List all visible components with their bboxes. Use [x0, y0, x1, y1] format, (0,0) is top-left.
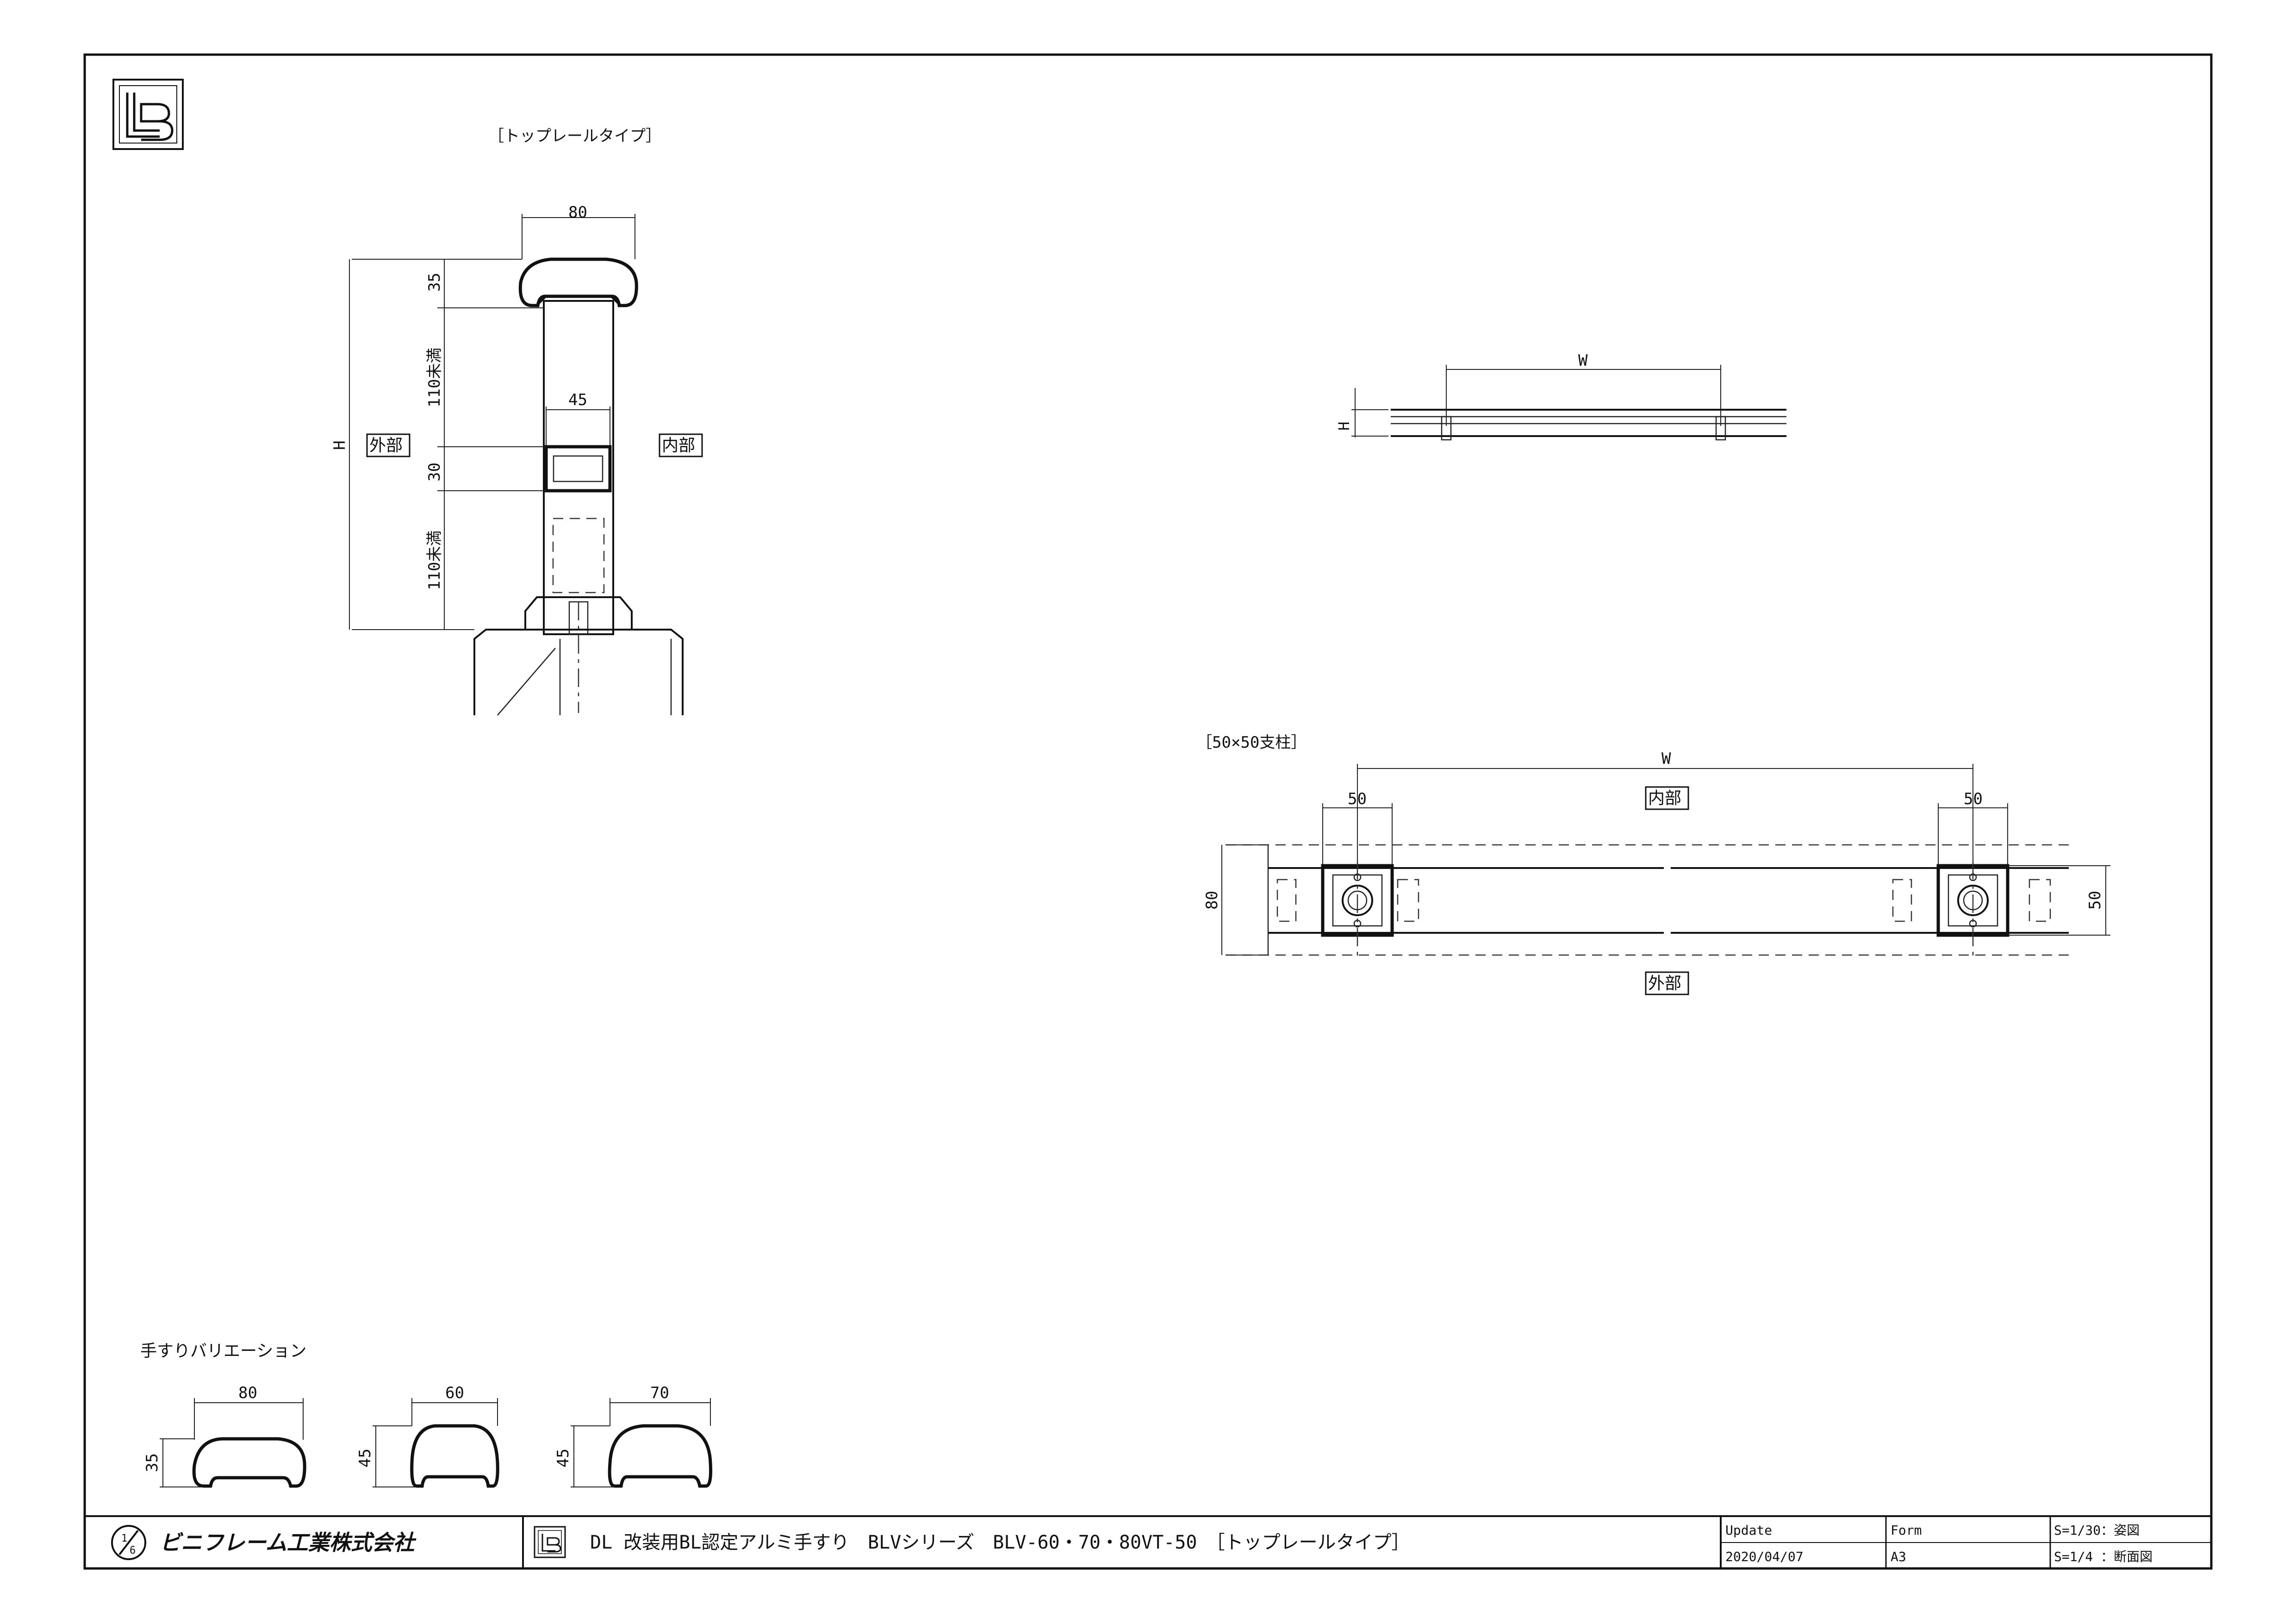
title-block: 1 6 ビニフレーム工業株式会社 DL 改装用BL認定アルミ手すり BLVシリー…: [85, 1515, 2211, 1568]
variations-title: 手すりバリエーション: [140, 1342, 306, 1361]
outside-label: 外部: [369, 436, 403, 455]
var2-width: 60: [445, 1384, 464, 1402]
variation-60x45: 60 45: [356, 1384, 499, 1488]
scale-elevation: S=1/30：姿図: [2054, 1523, 2140, 1538]
company-name: ビニフレーム工業株式会社: [160, 1530, 417, 1555]
plan-view: W 内部 50 50: [1203, 750, 2110, 995]
plan-dim-post-left: 50: [1348, 790, 1367, 808]
plan-dim-post-depth: 50: [2086, 891, 2104, 910]
form-label: Form: [1891, 1523, 1922, 1538]
svg-text:1: 1: [121, 1533, 127, 1544]
plan-inside-label: 内部: [1648, 789, 1681, 808]
var3-height: 45: [554, 1449, 572, 1468]
dim-inner-width: 45: [568, 391, 587, 409]
dim-upper-gap: 110未満: [425, 348, 444, 407]
elev-dim-width: W: [1578, 351, 1588, 370]
dim-mid-height: 30: [425, 462, 444, 481]
plan-outside-label: 外部: [1648, 974, 1681, 993]
elevation-view: W H: [1335, 351, 1786, 441]
section-view: 80 45 35 110未満: [330, 203, 703, 716]
svg-text:6: 6: [130, 1545, 136, 1556]
variation-70x45: 70 45: [554, 1384, 712, 1488]
lb-small-logo-icon: [534, 1526, 566, 1558]
variation-80x35: 80 35: [143, 1384, 306, 1488]
dim-lower-gap: 110未満: [425, 531, 444, 590]
var1-width: 80: [238, 1384, 257, 1402]
scale-section: S=1/4 ：断面図: [2054, 1549, 2153, 1564]
plan-dim-width: W: [1661, 750, 1671, 768]
update-label: Update: [1725, 1523, 1772, 1538]
mid-rail: [544, 445, 612, 493]
form-value: A3: [1891, 1549, 1906, 1564]
lb-logo-icon: [112, 79, 184, 150]
var1-height: 35: [143, 1453, 162, 1472]
inside-label: 内部: [662, 436, 695, 455]
company-logo-icon: 1 6: [111, 1525, 146, 1560]
dim-top-height: 35: [425, 273, 444, 292]
drawing-title: DL 改装用BL認定アルミ手すり BLVシリーズ BLV-60・70・80VT-…: [590, 1532, 1410, 1553]
plan-title: ［50×50支柱］: [1196, 733, 1307, 752]
update-value: 2020/04/07: [1725, 1549, 1804, 1564]
section-title: ［トップレールタイプ］: [488, 127, 661, 145]
elev-dim-height: H: [1335, 422, 1353, 431]
var2-height: 45: [356, 1449, 374, 1468]
post-left: [1276, 861, 1419, 956]
plan-dim-post-right: 50: [1964, 790, 1983, 808]
plan-dim-depth: 80: [1203, 891, 1221, 910]
handrail-profile: [518, 257, 638, 307]
post-right: [1892, 861, 2051, 956]
sheet-border: [83, 53, 2213, 1570]
dim-total-height: H: [330, 441, 349, 450]
var3-width: 70: [650, 1384, 669, 1402]
dim-width-top: 80: [568, 203, 587, 222]
